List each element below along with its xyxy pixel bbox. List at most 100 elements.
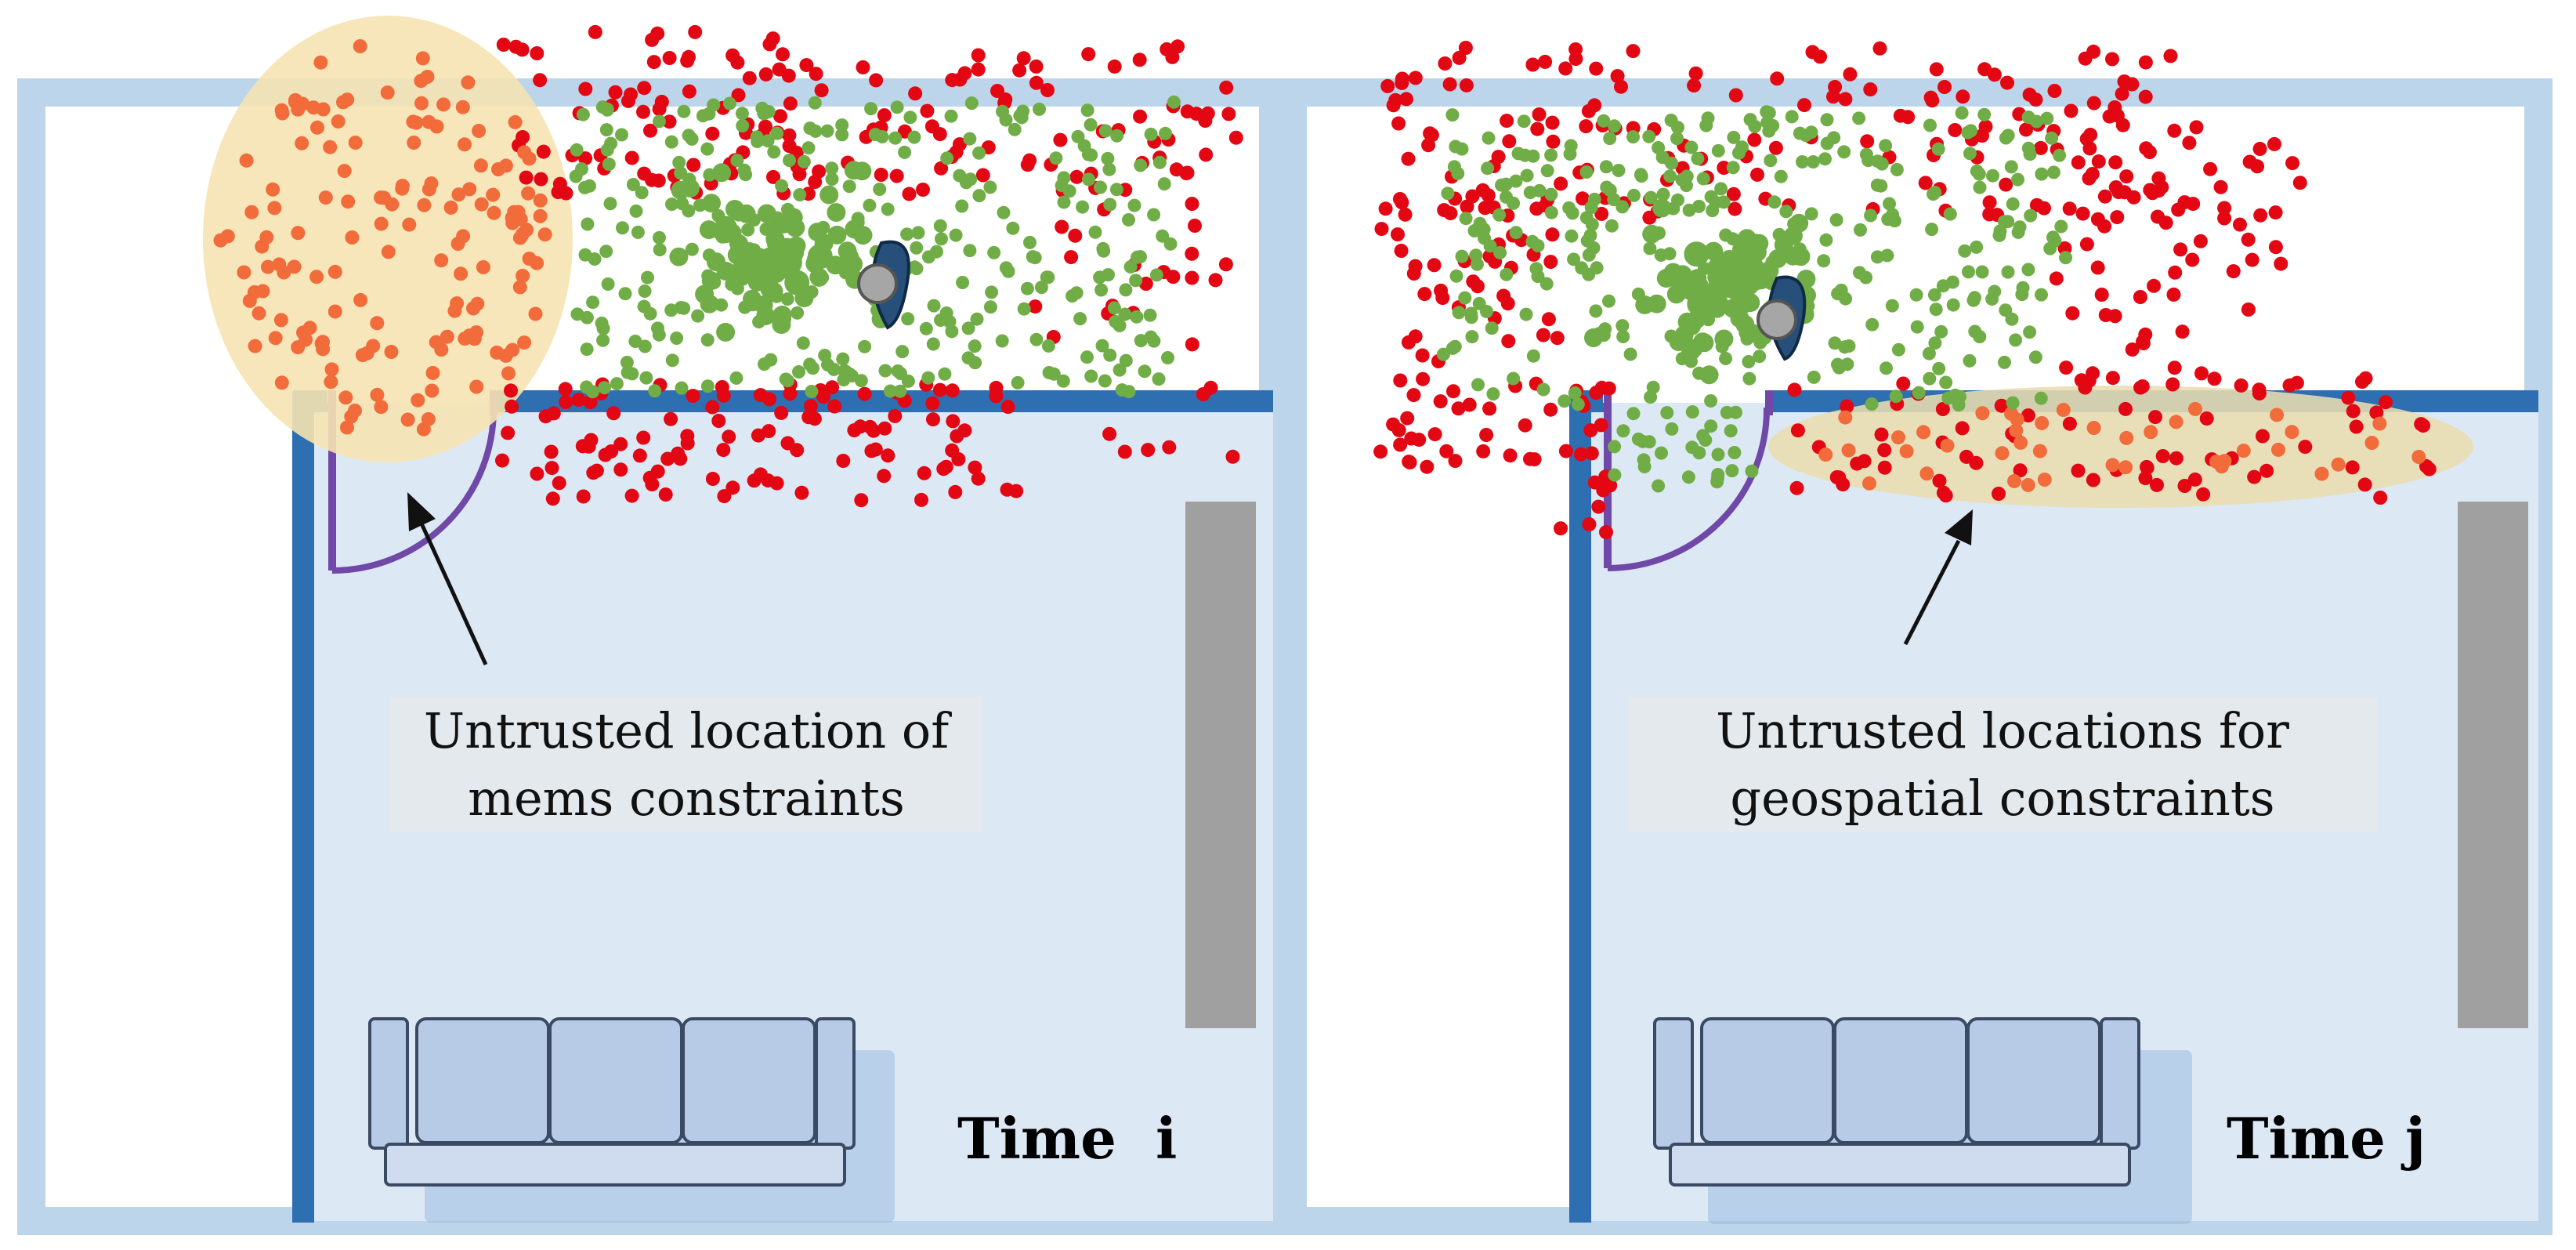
- particle: [1208, 273, 1223, 288]
- particle: [598, 381, 611, 395]
- particle: [1885, 299, 1899, 313]
- particle: [2021, 111, 2035, 124]
- particle: [1482, 131, 1496, 145]
- particle: [796, 336, 810, 350]
- particle: [1107, 59, 1122, 74]
- particle: [261, 259, 275, 274]
- particle: [911, 226, 925, 240]
- particle: [2135, 379, 2150, 393]
- particle: [1696, 172, 1710, 186]
- particle: [360, 346, 374, 361]
- particle: [1400, 411, 1415, 426]
- particle: [2155, 449, 2170, 463]
- particle: [1764, 154, 1778, 168]
- particle: [1642, 210, 1657, 225]
- particle: [686, 158, 701, 172]
- particle: [1532, 107, 1547, 121]
- particle: [675, 381, 689, 395]
- particle: [1671, 193, 1684, 207]
- particle: [521, 186, 536, 201]
- particle: [722, 429, 736, 444]
- particle: [1062, 184, 1076, 198]
- particle: [1013, 109, 1027, 123]
- particle: [2059, 251, 2073, 265]
- particle: [921, 371, 935, 385]
- particle: [685, 242, 699, 256]
- particle: [1156, 229, 1170, 243]
- particle: [1916, 425, 1931, 440]
- particle: [1399, 92, 1413, 107]
- particle: [997, 205, 1011, 219]
- particle: [1711, 447, 1725, 462]
- particle: [1934, 324, 1948, 339]
- particle: [1103, 348, 1117, 362]
- particle: [1056, 374, 1070, 388]
- particle: [1977, 107, 1992, 121]
- particle: [2024, 208, 2038, 223]
- particle: [2158, 216, 2173, 230]
- particle: [705, 472, 720, 486]
- particle: [528, 306, 543, 321]
- particle: [291, 226, 306, 241]
- particle: [739, 168, 753, 182]
- particle: [1540, 164, 1554, 178]
- particle: [1819, 233, 1833, 247]
- particle: [1714, 182, 1728, 196]
- particle: [854, 493, 869, 508]
- particle: [919, 321, 933, 335]
- particle: [288, 95, 302, 110]
- particle: [1084, 148, 1098, 162]
- particle: [599, 245, 613, 259]
- particle: [1742, 371, 1757, 386]
- particle: [466, 301, 480, 316]
- particle: [2236, 444, 2251, 458]
- particle: [2188, 401, 2202, 416]
- particle: [1180, 104, 1195, 119]
- particle: [808, 96, 822, 110]
- particle: [1962, 265, 1975, 279]
- particle: [1587, 192, 1601, 206]
- particle: [624, 488, 639, 503]
- particle: [895, 345, 910, 359]
- particle: [1807, 370, 1821, 384]
- particle: [736, 119, 750, 132]
- particle: [1374, 222, 1389, 237]
- particle: [1167, 95, 1181, 109]
- particle: [968, 339, 982, 353]
- particle: [417, 197, 432, 212]
- particle: [939, 306, 953, 320]
- particle: [773, 109, 787, 124]
- particle: [1718, 273, 1744, 299]
- particle: [1500, 296, 1515, 311]
- particle: [836, 352, 850, 366]
- particle: [670, 332, 684, 345]
- particle: [999, 261, 1013, 275]
- particle: [1170, 39, 1185, 54]
- particle: [940, 151, 954, 165]
- particle: [1608, 440, 1622, 454]
- particle: [1481, 161, 1495, 176]
- particle: [1714, 329, 1734, 349]
- particle: [2009, 333, 2023, 347]
- particle: [1525, 57, 1540, 72]
- particle: [2006, 197, 2020, 211]
- particle: [1998, 355, 2011, 369]
- particle: [1471, 279, 1485, 294]
- particle: [1931, 142, 1945, 156]
- particle: [1669, 332, 1688, 351]
- particle: [1543, 402, 1558, 417]
- particle: [1999, 177, 2013, 192]
- particle: [476, 260, 490, 274]
- particle: [1670, 132, 1684, 146]
- particle: [1684, 140, 1699, 154]
- particle: [1081, 47, 1096, 62]
- particle: [1863, 82, 1878, 97]
- particle: [1402, 455, 1416, 469]
- particle: [1723, 299, 1742, 318]
- particle: [1975, 265, 1989, 279]
- particle: [774, 214, 794, 234]
- particle: [251, 306, 266, 321]
- particle: [2021, 477, 2035, 492]
- particle: [533, 208, 548, 223]
- particle: [429, 335, 443, 350]
